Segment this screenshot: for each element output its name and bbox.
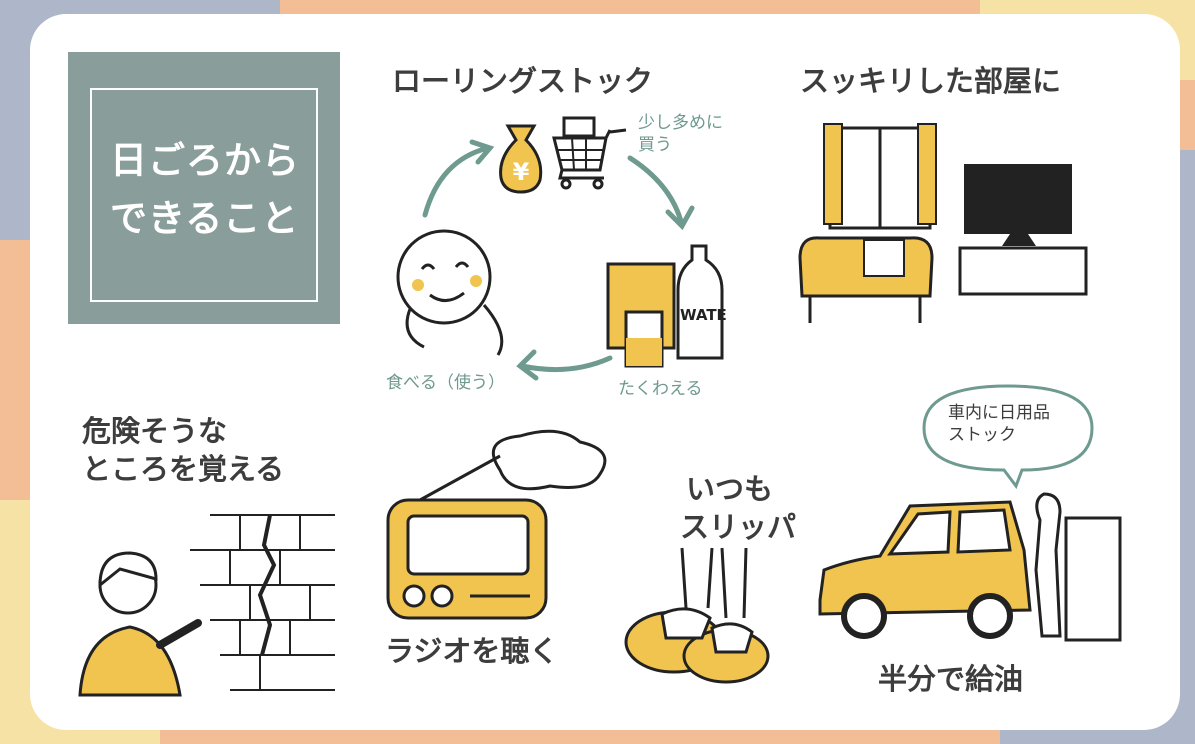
radio-heading: ラジオを聴く (385, 634, 559, 668)
page-title: 日ごろから できること (110, 139, 300, 240)
tidy-room-illustration (798, 123, 1088, 323)
buy-label: 少し多めに 買う (638, 113, 723, 155)
car-heading: 半分で給油 (878, 662, 1024, 696)
arrow-down-icon (627, 155, 695, 231)
title-box: 日ごろから できること (68, 52, 340, 324)
speech-bubble (922, 384, 1094, 490)
car-illustration (818, 492, 1122, 642)
stockpile-icon: WATE (606, 244, 727, 368)
bottle-label: WATE (680, 306, 727, 324)
slippers-illustration (624, 547, 770, 684)
money-bag-icon: ¥ (499, 124, 543, 194)
cracked-wall-illustration (78, 514, 335, 697)
rolling-stock-heading: ローリングストック (392, 64, 654, 98)
slippers-heading: いつも スリッパ (680, 472, 797, 544)
tidy-room-heading: スッキリした部屋に (800, 64, 1062, 98)
yen-symbol: ¥ (513, 158, 530, 186)
eat-label: 食べる（使う） (386, 373, 505, 393)
happy-face-icon (396, 229, 504, 356)
shopping-cart-icon (552, 116, 627, 190)
radio-illustration (386, 429, 607, 620)
store-label: たくわえる (618, 379, 703, 399)
danger-heading: 危険そうな ところを覚える (82, 414, 285, 486)
car-bubble-text: 車内に日用品 ストック (948, 403, 1050, 445)
arrow-up-icon (422, 139, 495, 218)
arrow-left-icon (516, 349, 613, 381)
